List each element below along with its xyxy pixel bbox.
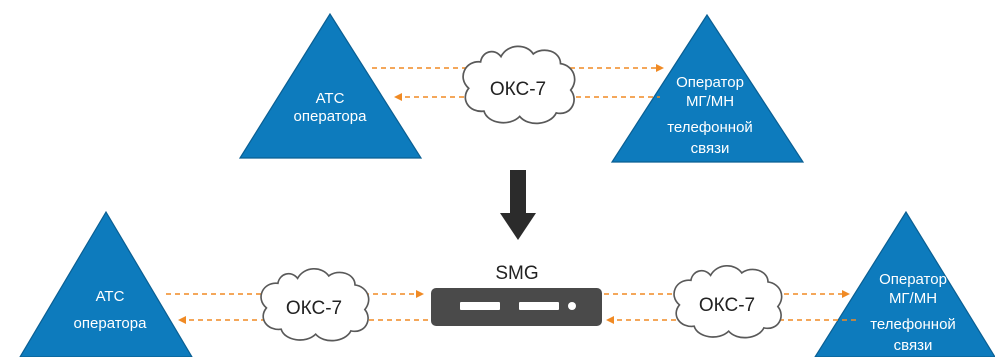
top-left-atc-label-line1: АТС (316, 90, 345, 107)
top-right-operator-label-line2: МГ/МН (686, 93, 734, 110)
transition-down-arrow (500, 170, 536, 240)
bottom-left-cloud-label: ОКС-7 (286, 298, 342, 319)
bottom-right-operator-label-line1: Оператор (879, 271, 947, 288)
smg-device-icon (431, 288, 602, 326)
bottom-left-atc-label-line2: оператора (74, 315, 148, 332)
bottom-left-link-backward (178, 316, 428, 324)
bottom-right-operator-label-line4: связи (894, 337, 933, 354)
bottom-left-atc-label-line1: АТС (96, 288, 125, 305)
bottom-right-operator-node: Оператор МГ/МН телефонной связи (814, 210, 995, 357)
bottom-right-operator-label-line3: телефонной (870, 316, 956, 333)
top-right-operator-label-line1: Оператор (676, 74, 744, 91)
top-right-operator-label-line4: связи (691, 140, 730, 157)
bottom-left-atc-node: АТС оператора (19, 210, 193, 357)
top-right-operator-node: Оператор МГ/МН телефонной связи (610, 13, 805, 163)
smg-device-label: SMG (495, 263, 538, 284)
top-left-atc-label-line2: оператора (294, 108, 368, 125)
top-left-atc-node: АТС оператора (238, 12, 423, 159)
top-right-operator-label-line3: телефонной (667, 119, 753, 136)
bottom-right-link-backward (606, 316, 858, 324)
top-link-backward (394, 93, 660, 101)
bottom-right-cloud-label: ОКС-7 (699, 295, 755, 316)
bottom-right-operator-label-line2: МГ/МН (889, 290, 937, 307)
top-cloud-label: ОКС-7 (490, 79, 546, 100)
